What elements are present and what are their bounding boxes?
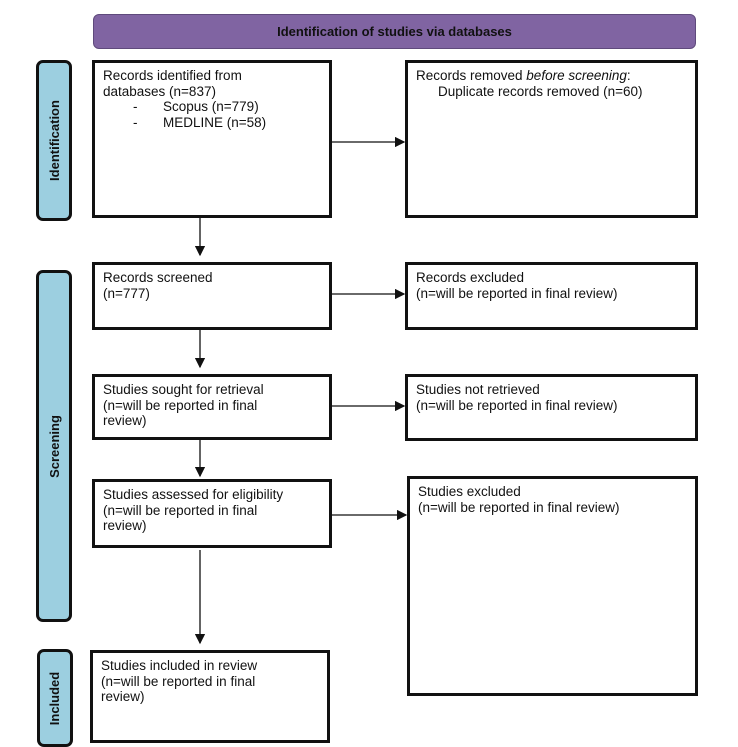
text: Scopus (n=779) (163, 99, 259, 114)
text: : (626, 68, 631, 83)
phase-included: Included (37, 649, 73, 747)
box-records-screened: Records screened (n=777) (92, 262, 332, 330)
box-records-removed: Records removed before screening: Duplic… (405, 60, 698, 218)
text: (n=will be reported in final review) (416, 397, 618, 413)
text: Records removed (416, 68, 527, 83)
box-studies-excluded: Studies excluded (n=will be reported in … (407, 476, 698, 696)
box-records-identified: Records identified from databases (n=837… (92, 60, 332, 218)
bullet: - (133, 114, 138, 130)
text: review) (101, 689, 145, 704)
header-title: Identification of studies via databases (277, 24, 512, 39)
text: review) (103, 518, 147, 533)
box-studies-not-retrieved: Studies not retrieved (n=will be reporte… (405, 374, 698, 441)
phase-screening: Screening (36, 270, 72, 622)
source-item: - Scopus (n=779) (103, 99, 321, 115)
source-item: - MEDLINE (n=58) (103, 115, 321, 131)
box-studies-included: Studies included in review (n=will be re… (90, 650, 330, 743)
text: Studies assessed for eligibility (103, 487, 284, 502)
text: Records screened (103, 270, 213, 285)
text: review) (103, 413, 147, 428)
text: (n=will be reported in final (103, 397, 258, 413)
text: Records identified from (103, 68, 242, 83)
text: Records excluded (416, 270, 525, 285)
text: Studies not retrieved (416, 382, 540, 397)
text: (n=will be reported in final review) (418, 499, 620, 515)
text: before screening (526, 68, 627, 83)
text: (n=will be reported in final (101, 673, 256, 689)
box-records-excluded: Records excluded (n=will be reported in … (405, 262, 698, 330)
bullet: - (133, 99, 138, 114)
text: Duplicate records removed (n=60) (438, 83, 643, 99)
text: (n=777) (103, 285, 150, 301)
text: Studies sought for retrieval (103, 382, 264, 397)
text: databases (n=837) (103, 83, 216, 99)
phase-identification: Identification (36, 60, 72, 221)
header-banner: Identification of studies via databases (93, 14, 696, 49)
text: (n=will be reported in final review) (416, 285, 618, 301)
text: MEDLINE (n=58) (163, 114, 267, 130)
text: (n=will be reported in final (103, 502, 258, 518)
box-studies-sought: Studies sought for retrieval (n=will be … (92, 374, 332, 440)
box-studies-assessed: Studies assessed for eligibility (n=will… (92, 479, 332, 548)
text: Records removed before screening: (416, 68, 687, 84)
text: Studies excluded (418, 484, 521, 499)
text: Studies included in review (101, 658, 258, 673)
